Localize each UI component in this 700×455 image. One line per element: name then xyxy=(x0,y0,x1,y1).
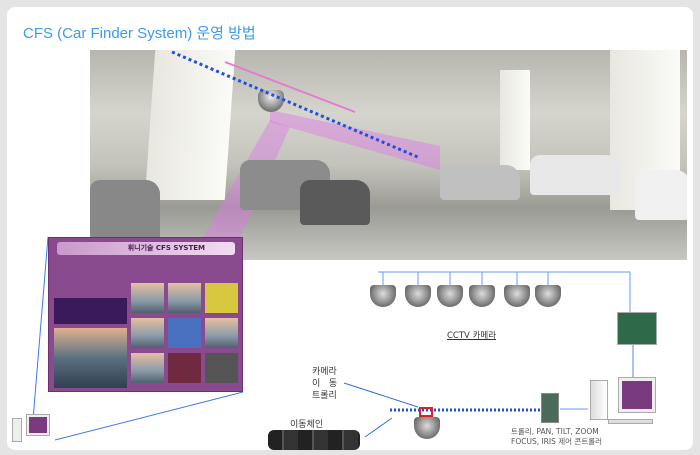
small-pc xyxy=(12,414,54,444)
chain-image xyxy=(268,430,360,450)
controller-line-1: 트롤리, PAN, TILT, ZOOM xyxy=(511,427,599,436)
trolley-line-3: 트롤리 xyxy=(312,391,337,401)
capture-card xyxy=(617,312,657,345)
pc-tower xyxy=(590,380,608,420)
controller-line-2: FOCUS, IRIS 제어 콘트롤러 xyxy=(511,437,603,446)
trolley-line-1: 카메라 xyxy=(312,367,337,377)
screen-header: 휘니기술 CFS SYSTEM xyxy=(57,242,235,255)
parking-lot-photo xyxy=(90,50,687,260)
controller-board xyxy=(541,393,559,423)
cfs-software-screenshot: 휘니기술 CFS SYSTEM xyxy=(48,237,243,392)
pc-monitor xyxy=(618,377,656,413)
controller-label: 트롤리, PAN, TILT, ZOOM FOCUS, IRIS 제어 콘트롤러 xyxy=(511,427,602,447)
trolley-camera-icon xyxy=(414,417,440,439)
page-title: CFS (Car Finder System) 운영 방법 xyxy=(23,25,256,42)
keyboard xyxy=(608,419,653,424)
trolley-line-2: 이 동 xyxy=(312,379,338,389)
cctv-label: CCTV 카메라 xyxy=(447,331,497,341)
trolley-label: 카메라 이 동 트롤리 xyxy=(312,366,352,402)
chain-label: 이동체인 xyxy=(290,420,324,430)
